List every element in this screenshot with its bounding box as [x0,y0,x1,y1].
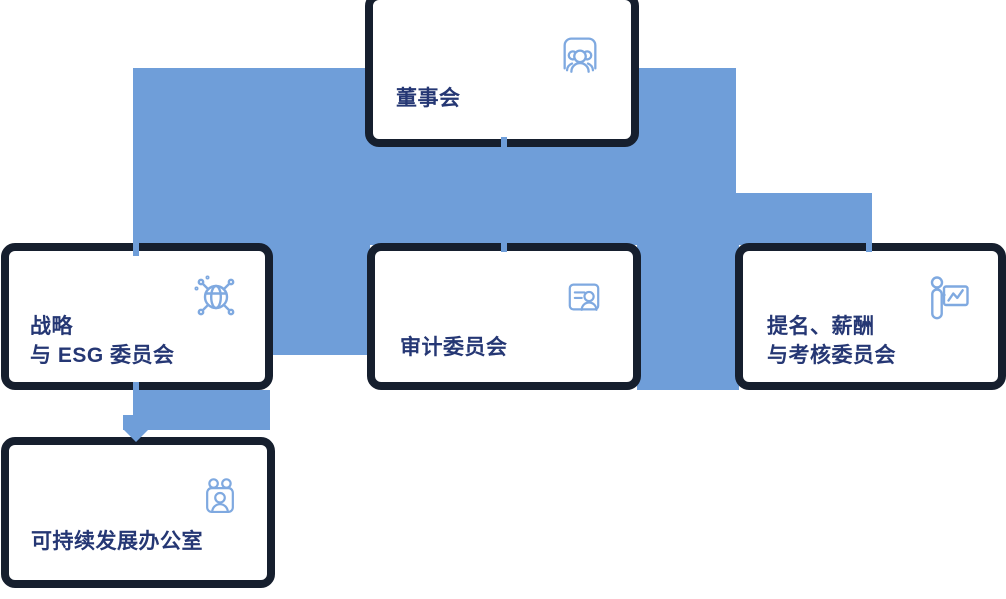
connector-stub-audit-top [501,243,507,252]
connector-strategy-down-bar [133,390,270,415]
node-sustainability-office: 可持续发展办公室 [1,437,275,588]
node-label: 可持续发展办公室 [31,527,203,556]
node-label: 审计委员会 [400,333,508,362]
node-label-line: 战略 [30,315,73,338]
node-audit-committee: 审计委员会 [367,243,641,390]
node-label: 战略 与 ESG 委员会 [30,312,175,370]
people-group-icon [206,478,234,514]
people-audience-icon [563,37,597,73]
node-label: 董事会 [396,84,461,113]
node-label-line: 可持续发展办公室 [31,530,203,553]
node-label-line: 与 ESG 委员会 [30,344,175,367]
connector-stub-nomination-top [866,243,872,252]
node-label-line: 董事会 [396,87,461,110]
node-label-line: 提名、薪酬 [767,315,875,338]
connector-stub-strategy-top [133,243,139,256]
node-nomination-remuneration-committee: 提名、薪酬 与考核委员会 [735,243,1006,390]
globe-network-icon [194,275,235,316]
connector-audit-nomination-gap [637,243,739,390]
node-board-of-directors: 董事会 [365,0,639,147]
id-card-person-icon [568,283,600,311]
connector-stub-board-bottom [501,137,507,149]
presenter-whiteboard-icon [930,276,969,320]
connector-stub-strategy-bottom [133,382,139,391]
connector-strategy-audit-gap [265,243,370,355]
connector-strategy-down-bar-flare [123,415,270,430]
node-label-line: 与考核委员会 [767,344,896,367]
node-strategy-esg-committee: 战略 与 ESG 委员会 [1,243,273,390]
connector-arrow-tip [124,430,148,442]
connector-arm-nomination [736,193,872,245]
node-label-line: 审计委员会 [400,336,508,359]
node-label: 提名、薪酬 与考核委员会 [767,312,896,370]
